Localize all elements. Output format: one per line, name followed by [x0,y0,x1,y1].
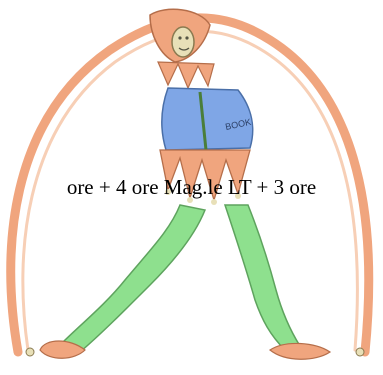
right-shoe [268,342,332,360]
tunic [160,87,254,151]
collar [157,61,215,90]
face [171,26,195,58]
caption: ore + 4 ore Mag.le LT + 3 ore [0,172,383,202]
right-leg [223,204,302,351]
caption-text: ore + 4 ore Mag.le LT + 3 ore [66,175,317,199]
skirt [159,149,251,203]
left-shoe [39,340,86,359]
left-leg [58,204,207,353]
